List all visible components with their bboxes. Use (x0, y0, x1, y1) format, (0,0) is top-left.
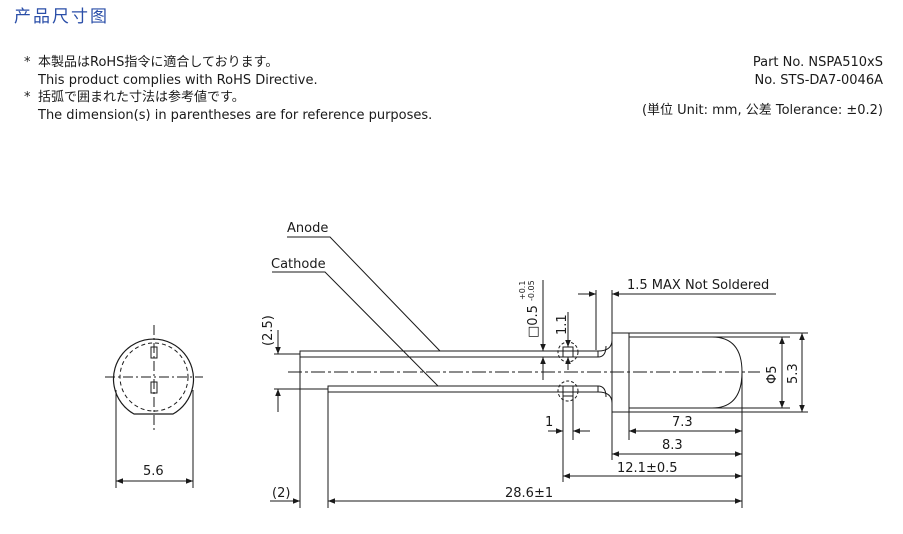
lead-pitch-label: (2.5) (261, 315, 276, 346)
lead-tol-minus: -0.05 (527, 280, 536, 301)
led-top-view (105, 325, 203, 488)
note-ref-jp: *括弧で囲まれた寸法は参考値です。 (24, 90, 245, 105)
lead-size-label: □0.5 (526, 305, 541, 338)
length-7-3-label: 7.3 (672, 415, 693, 430)
cathode-lead (327, 385, 599, 393)
cathode-label: Cathode (271, 257, 326, 272)
lens-diameter-label: Φ5 (765, 365, 780, 384)
note-rohs-en: This product complies with RoHS Directiv… (38, 72, 318, 88)
total-length-label: 28.6±1 (505, 486, 553, 501)
flange-diameter-label: 5.3 (786, 363, 801, 384)
not-soldered-label: 1.5 MAX Not Soldered (627, 278, 769, 293)
stopper-height-label: 1.1 (555, 314, 570, 335)
note-rohs-jp: *本製品はRoHS指令に適合しております。 (24, 55, 279, 70)
length-8-3-label: 8.3 (662, 438, 683, 453)
page-title: 产品尺寸图 (14, 7, 109, 27)
length-12-1-label: 12.1±0.5 (617, 461, 678, 476)
width-label: 5.6 (143, 464, 164, 479)
stopper-width-label: 1 (545, 415, 553, 430)
part-number: Part No. NSPA510xS (752, 55, 883, 70)
anode-lead (299, 350, 599, 358)
unit-tolerance: (単位 Unit: mm, 公差 Tolerance: ±0.2) (641, 103, 883, 118)
document-number: No. STS-DA7-0046A (754, 72, 883, 88)
led-side-view (288, 332, 760, 413)
lead-tol-plus: +0.1 (518, 281, 527, 300)
anode-label: Anode (287, 221, 328, 236)
notes-block: *本製品はRoHS指令に適合しております。 This product compl… (24, 54, 432, 124)
part-info: Part No. NSPA510xS No. STS-DA7-0046A (753, 54, 883, 89)
note-ref-en: The dimension(s) in parentheses are for … (38, 107, 433, 123)
lead-end-label: (2) (272, 486, 290, 501)
